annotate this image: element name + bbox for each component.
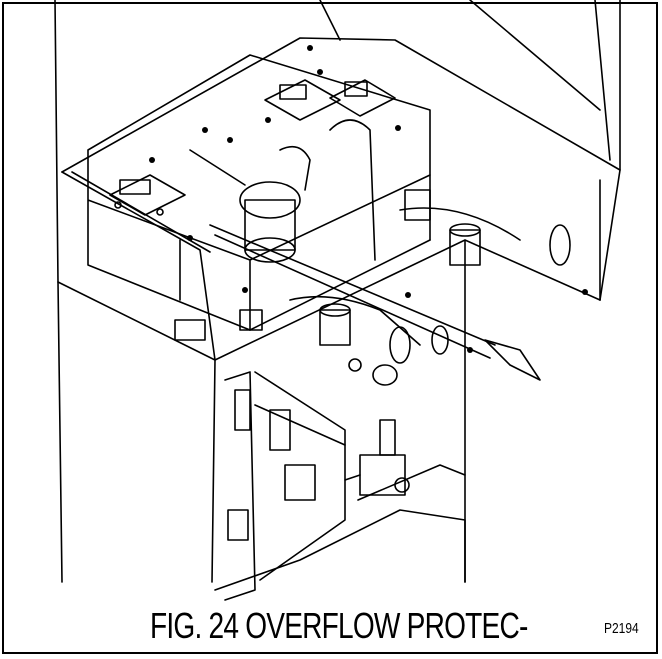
figure-reference-code: P2194 xyxy=(604,620,639,637)
float-switch-left xyxy=(109,174,186,216)
inlet-valve-right xyxy=(399,189,571,266)
fastener-screws xyxy=(149,45,588,353)
overflow-tube xyxy=(209,224,541,381)
solenoid-valve-central xyxy=(189,119,376,263)
float-switch-top xyxy=(264,79,396,121)
solenoid-valve-front xyxy=(289,295,449,386)
reservoir-tank xyxy=(87,54,431,331)
control-board xyxy=(224,371,346,601)
terminal-block xyxy=(174,309,263,341)
figure-caption: FIG. 24 OVERFLOW PROTEC- xyxy=(150,605,528,646)
cabinet-shell xyxy=(54,0,621,591)
gas-valve-lower xyxy=(344,419,410,496)
